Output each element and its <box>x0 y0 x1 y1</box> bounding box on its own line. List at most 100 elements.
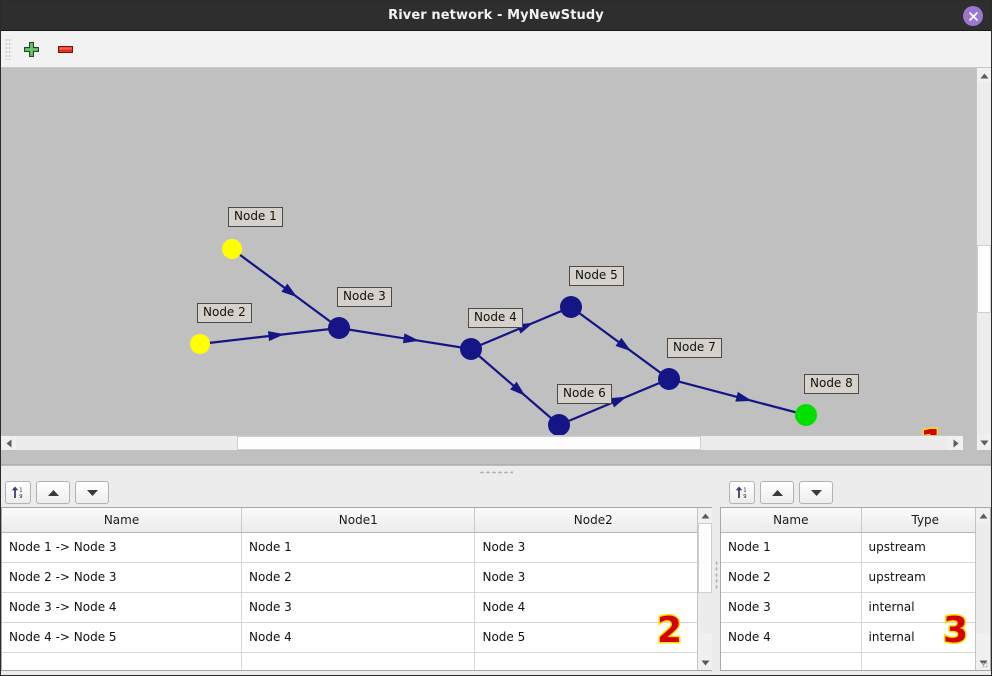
move-up-button[interactable] <box>36 481 70 504</box>
remove-minus-icon[interactable] <box>51 35 79 63</box>
graph-edge-arrowhead <box>615 337 632 352</box>
reaches-toolbar: 1 9 <box>1 478 712 507</box>
reaches-table-cell[interactable]: Node 3 -> Node 4 <box>2 592 243 623</box>
move-down-button[interactable] <box>75 481 109 504</box>
reaches-table-cell[interactable]: Node 2 -> Node 3 <box>2 562 243 593</box>
graph-node-node-5[interactable] <box>560 296 582 318</box>
reaches-table-cell[interactable]: Node 1 <box>241 532 476 563</box>
graph-node-node-4[interactable] <box>460 338 482 360</box>
main-toolbar <box>1 31 991 68</box>
reaches-column-header-name[interactable]: Name <box>2 508 243 533</box>
reaches-table-cell[interactable]: Node 2 <box>241 562 476 593</box>
reaches-table-cell[interactable]: Node 3 <box>474 532 712 563</box>
graph-node-label-node-4[interactable]: Node 4 <box>468 308 523 328</box>
window-title: River network - MyNewStudy <box>388 8 604 23</box>
reaches-scroll-up-button[interactable] <box>698 508 712 523</box>
move-down-button[interactable] <box>799 481 833 504</box>
nodes-table-cell-empty[interactable] <box>721 652 862 670</box>
graph-node-label-node-2[interactable]: Node 2 <box>197 303 252 323</box>
network-graph-svg <box>190 239 817 436</box>
graph-node-label-node-8[interactable]: Node 8 <box>804 374 859 394</box>
graph-node-node-8[interactable] <box>795 404 817 426</box>
nodes-table-cell[interactable]: upstream <box>861 562 990 593</box>
nodes-table-cell[interactable]: Node 2 <box>721 562 862 593</box>
graph-node-node-7[interactable] <box>658 368 680 390</box>
nodes-column-header-type[interactable]: Type <box>861 508 990 533</box>
reaches-table-cell-empty[interactable] <box>2 652 243 670</box>
nodes-table-cell[interactable]: upstream <box>861 532 990 563</box>
graph-scroll-up-button[interactable] <box>977 68 991 83</box>
reaches-table-empty-row[interactable] <box>2 652 712 670</box>
reaches-table-cell-empty[interactable] <box>474 652 712 670</box>
graph-node-label-node-3[interactable]: Node 3 <box>337 287 392 307</box>
reaches-table-cell[interactable]: Node 5 <box>474 622 712 653</box>
reaches-table-cell[interactable]: Node 1 -> Node 3 <box>2 532 243 563</box>
sort-ascending-icon[interactable]: 1 9 <box>5 481 31 504</box>
nodes-table-cell[interactable]: internal <box>861 622 990 653</box>
horizontal-splitter[interactable] <box>1 465 991 478</box>
reaches-table-cell[interactable]: Node 3 <box>474 562 712 593</box>
reaches-column-header-node2[interactable]: Node2 <box>474 508 712 533</box>
reaches-column-header-node1[interactable]: Node1 <box>241 508 476 533</box>
reaches-scroll-down-button[interactable] <box>698 655 712 670</box>
splitter-grip-dots <box>479 470 513 474</box>
graph-edge-arrowhead <box>510 381 526 397</box>
add-plus-icon[interactable] <box>17 35 45 63</box>
svg-text:9: 9 <box>743 494 746 500</box>
vertical-splitter[interactable] <box>712 478 720 671</box>
reaches-table-cell[interactable]: Node 4 -> Node 5 <box>2 622 243 653</box>
nodes-table-empty-row[interactable] <box>721 652 990 670</box>
nodes-table-cell[interactable]: Node 3 <box>721 592 862 623</box>
nodes-scroll-track[interactable] <box>976 523 990 633</box>
reaches-table-cell-empty[interactable] <box>241 652 476 670</box>
graph-horizontal-scrollbar[interactable] <box>1 435 963 450</box>
graph-vertical-scroll-thumb[interactable] <box>977 245 991 313</box>
move-up-button[interactable] <box>760 481 794 504</box>
close-icon[interactable] <box>963 6 983 26</box>
nodes-table-cell[interactable]: Node 1 <box>721 532 862 563</box>
graph-horizontal-scroll-thumb[interactable] <box>237 436 701 450</box>
graph-node-node-6[interactable] <box>548 414 570 436</box>
graph-scroll-down-button[interactable] <box>977 435 991 450</box>
reaches-table-cell[interactable]: Node 4 <box>241 622 476 653</box>
nodes-scroll-up-button[interactable] <box>976 508 990 523</box>
graph-node-label-node-6[interactable]: Node 6 <box>557 384 612 404</box>
network-graph-panel: Node 1 Node 2 Node 3 Node 4 Node 5 Node 6 Node… <box>1 68 991 465</box>
reaches-vertical-scroll-thumb[interactable] <box>698 523 712 593</box>
graph-node-label-node-1[interactable]: Node 1 <box>228 207 283 227</box>
graph-node-label-node-7[interactable]: Node 7 <box>667 338 722 358</box>
graph-node-label-node-5[interactable]: Node 5 <box>569 266 624 286</box>
toolbar-drag-handle[interactable] <box>5 38 12 60</box>
graph-scroll-right-button[interactable] <box>948 436 963 450</box>
resize-grip[interactable] <box>982 662 988 668</box>
graph-node-node-3[interactable] <box>328 317 350 339</box>
nodes-table-cell-empty[interactable] <box>861 652 990 670</box>
reaches-vertical-scrollbar[interactable] <box>697 508 712 670</box>
graph-node-node-1[interactable] <box>222 239 242 259</box>
reaches-table-cell[interactable]: Node 4 <box>474 592 712 623</box>
nodes-vertical-scrollbar[interactable] <box>975 508 990 670</box>
nodes-column-header-name[interactable]: Name <box>721 508 862 533</box>
nodes-table-cell[interactable]: Node 4 <box>721 622 862 653</box>
network-graph-canvas[interactable]: Node 1 Node 2 Node 3 Node 4 Node 5 Node 6 Node… <box>1 68 963 450</box>
graph-scroll-left-button[interactable] <box>1 436 16 450</box>
nodes-table-cell[interactable]: internal <box>861 592 990 623</box>
graph-edge-arrowhead <box>735 391 753 402</box>
graph-vertical-scrollbar[interactable] <box>976 68 991 450</box>
graph-node-node-2[interactable] <box>190 334 210 354</box>
sort-ascending-icon[interactable]: 1 9 <box>729 481 755 504</box>
reaches-table-cell[interactable]: Node 3 <box>241 592 476 623</box>
